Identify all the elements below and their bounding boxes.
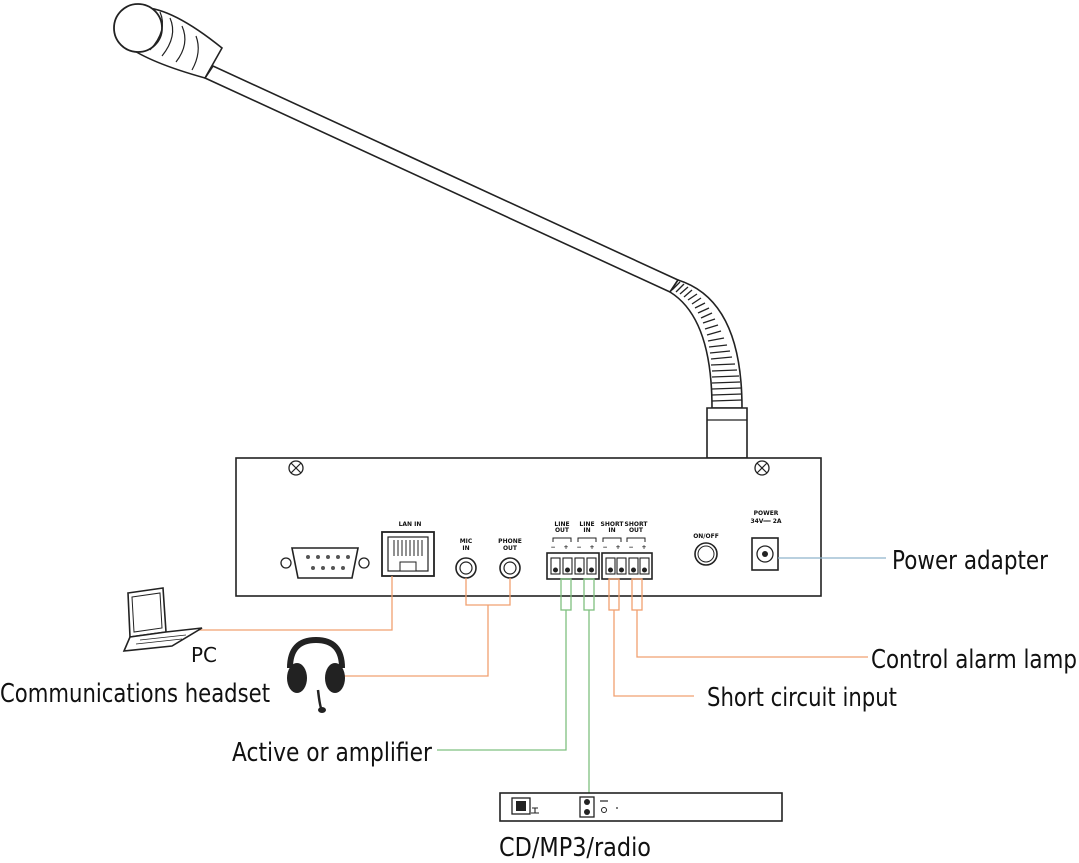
gooseneck-microphone-icon	[113, 3, 748, 459]
short-out-label-1: SHORT	[625, 521, 649, 528]
line-out-label-1: LINE	[554, 521, 569, 528]
short-in-label-1: SHORT	[601, 521, 625, 528]
mic-in-label-2: IN	[462, 545, 469, 552]
mic-in-jack: MIC IN	[455, 538, 477, 579]
polarity-minus-1: −	[550, 544, 555, 551]
headset-label: Communications headset	[0, 679, 270, 709]
short-circuit-label: Short circuit input	[707, 683, 897, 713]
line-in-label-1: LINE	[579, 521, 594, 528]
on-off-label: ON/OFF	[693, 533, 719, 540]
mic-in-label-1: MIC	[460, 538, 473, 545]
amplifier-label: Active or amplifier	[232, 738, 432, 768]
laptop-icon	[122, 587, 203, 652]
line-out-label-2: OUT	[555, 527, 570, 534]
lan-in-port: LAN IN	[381, 521, 435, 577]
connection-lines	[193, 557, 886, 793]
alarm-lamp-label: Control alarm lamp	[871, 645, 1077, 675]
polarity-minus-4: −	[628, 544, 633, 551]
on-off-switch: ON/OFF	[693, 533, 719, 566]
polarity-plus-2: +	[589, 544, 594, 551]
phone-out-jack: PHONE OUT	[498, 538, 522, 579]
pc-label: PC	[191, 643, 217, 667]
power-rating-label: 34V══ 2A	[750, 518, 781, 525]
short-in-label-2: IN	[608, 527, 615, 534]
power-jack: POWER 34V══ 2A	[750, 510, 782, 571]
polarity-minus-3: −	[602, 544, 607, 551]
terminal-block-alarm	[601, 552, 653, 580]
phone-out-label-2: OUT	[503, 545, 518, 552]
phone-out-label-1: PHONE	[498, 538, 522, 545]
polarity-plus-1: +	[563, 544, 568, 551]
headset-icon	[287, 636, 345, 713]
line-pc-lan	[193, 576, 393, 631]
screw-right	[754, 460, 770, 476]
lan-in-label: LAN IN	[399, 521, 422, 528]
line-headset-audio	[344, 578, 511, 677]
line-short-circuit	[613, 610, 694, 697]
short-out-label-2: OUT	[629, 527, 644, 534]
terminal-labels: LINE OUT LINE IN SHORT IN SHORT OUT − + …	[550, 521, 648, 551]
polarity-plus-3: +	[615, 544, 620, 551]
power-label: POWER	[754, 510, 779, 517]
line-alarm	[636, 610, 868, 658]
power-adapter-label: Power adapter	[892, 546, 1048, 576]
polarity-plus-4: +	[641, 544, 646, 551]
line-in-label-2: IN	[583, 527, 590, 534]
terminal-block-audio	[546, 552, 600, 580]
main-unit-panel: LAN IN MIC IN PHONE OUT LINE OUT LINE	[235, 457, 822, 597]
cd-player-device	[499, 792, 783, 822]
screw-left	[288, 460, 304, 476]
serial-port	[280, 547, 370, 579]
cd-label: CD/MP3/radio	[499, 833, 651, 863]
polarity-minus-2: −	[576, 544, 581, 551]
line-amplifier	[437, 610, 567, 751]
